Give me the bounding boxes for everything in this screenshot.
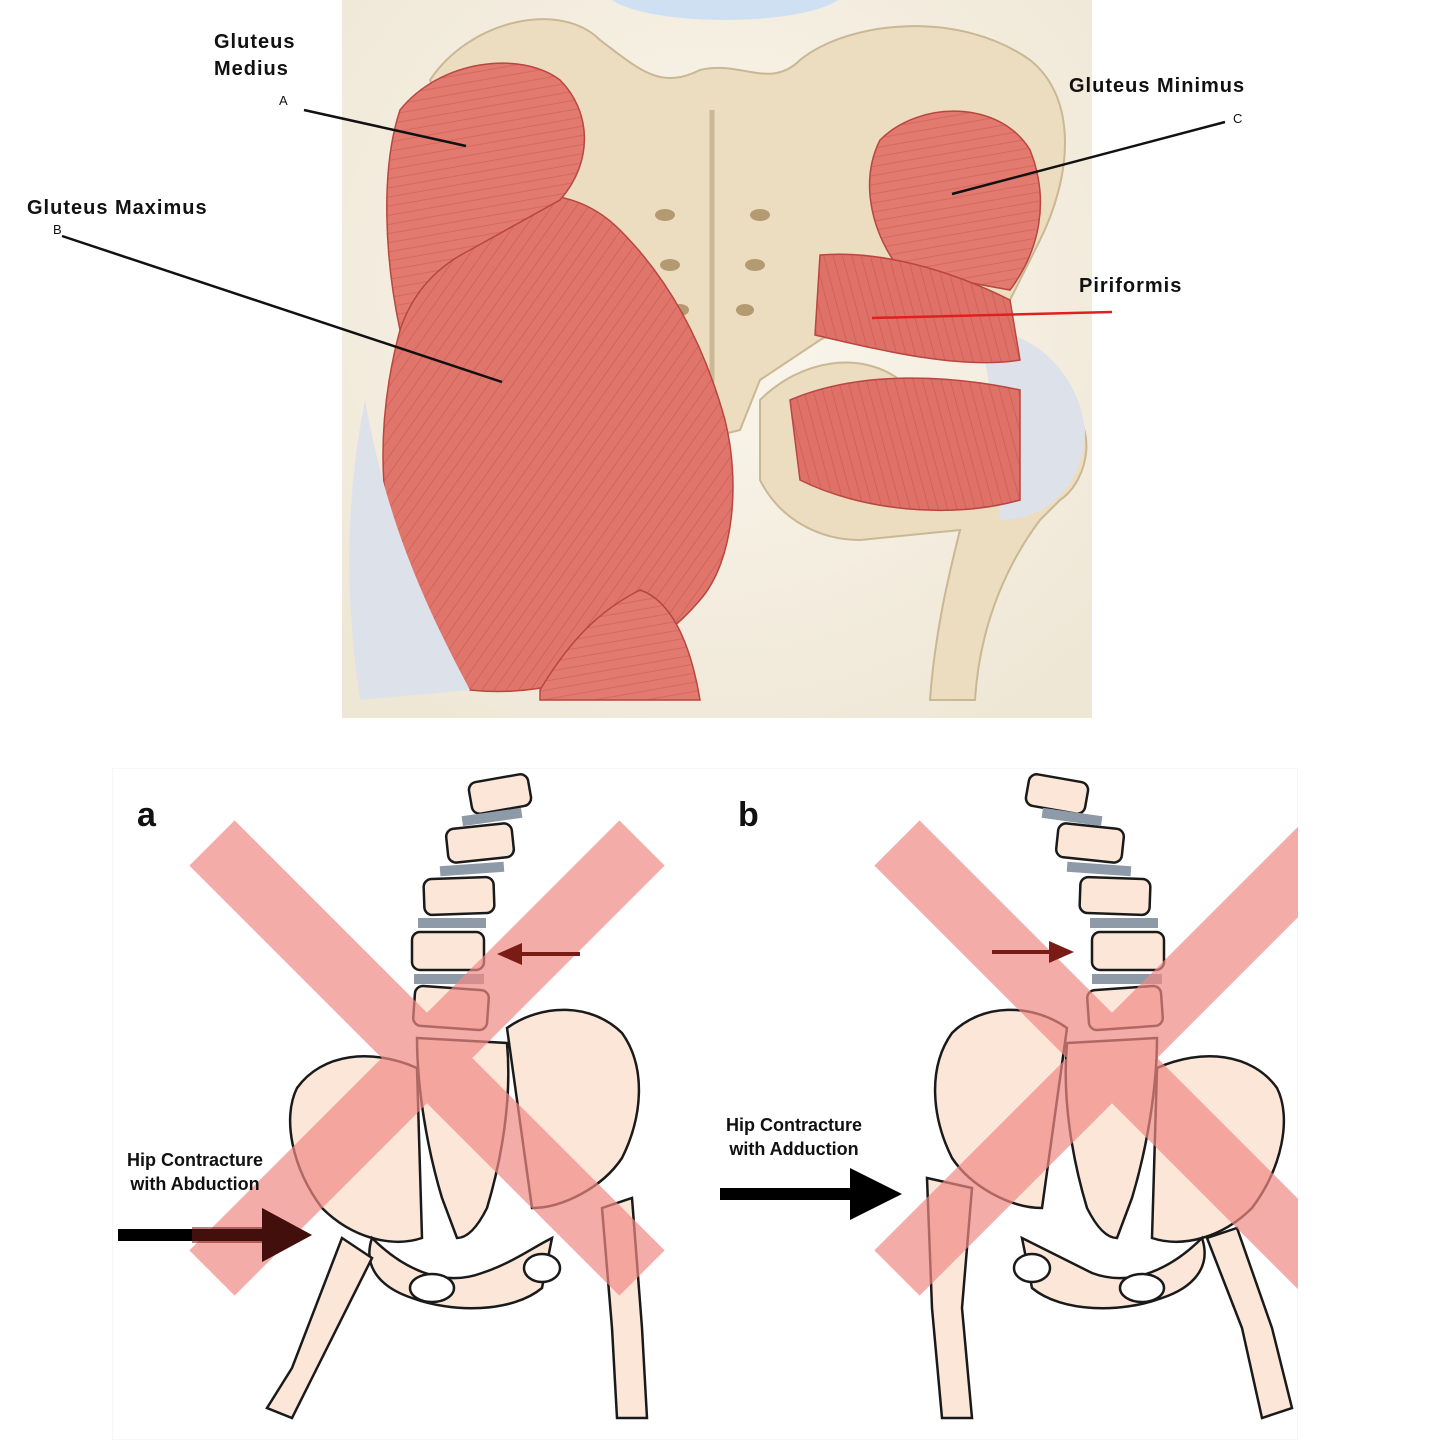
panel-a-obturator-right <box>524 1254 560 1282</box>
gluteus-medius-label: Gluteus Medius <box>214 29 295 83</box>
panel-a-letter: a <box>137 796 156 835</box>
contracture-figure: a b Hip Contracture with Abduction Hip C… <box>112 768 1298 1440</box>
anatomy-illustration: Gluteus Medius A Gluteus Maximus B Glute… <box>0 0 1440 720</box>
panel-b-obturator-right <box>1120 1274 1164 1302</box>
panel-b-obturator-left <box>1014 1254 1050 1282</box>
external-rotator-muscle <box>790 378 1020 510</box>
panel-b-letter: b <box>738 796 759 835</box>
gluteus-minimus-letter: C <box>1233 111 1242 126</box>
panel-a-caption: Hip Contracture with Abduction <box>115 1148 275 1196</box>
panel-b-caption: Hip Contracture with Adduction <box>714 1113 874 1161</box>
gluteus-minimus-label: Gluteus Minimus <box>1069 73 1245 100</box>
panel-a-obturator-left <box>410 1274 454 1302</box>
contracture-svg <box>112 768 1298 1440</box>
anatomy-svg <box>0 0 1440 720</box>
gluteus-medius-letter: A <box>279 93 288 108</box>
piriformis-label: Piriformis <box>1079 273 1182 300</box>
gluteus-maximus-letter: B <box>53 222 62 237</box>
gluteus-maximus-label: Gluteus Maximus <box>27 195 208 222</box>
